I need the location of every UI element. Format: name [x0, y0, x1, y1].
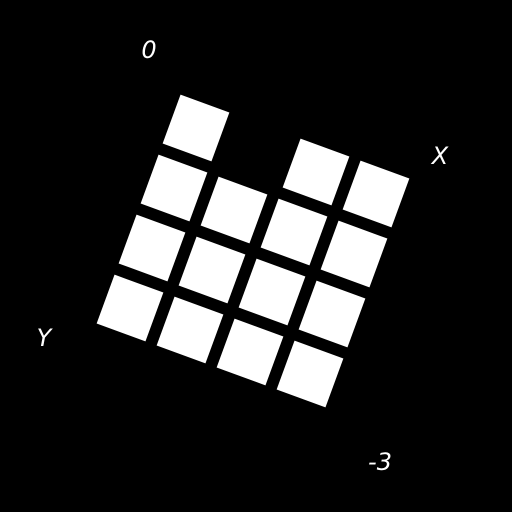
grid-cell-r1-c0	[140, 154, 208, 222]
grid-cell-r3-c3	[276, 340, 344, 408]
x-axis-label: X	[431, 142, 449, 170]
grid-cell-r3-c0	[96, 274, 164, 342]
grid-cell-r1-c3	[320, 220, 388, 288]
grid-cell-r0-c3	[342, 160, 410, 228]
grid-cell-r2-c1	[178, 236, 246, 304]
origin-label: 0	[141, 36, 157, 64]
grid-cell-r2-c2	[238, 258, 306, 326]
y-axis-label: Y	[36, 324, 52, 352]
corner-label: -3	[368, 448, 392, 476]
grid-cell-r3-c1	[156, 296, 224, 364]
grid-cell-r1-c1	[200, 176, 268, 244]
grid-cell-r1-c2	[260, 198, 328, 266]
grid-cell-r2-c3	[298, 280, 366, 348]
grid-cell-r2-c0	[118, 214, 186, 282]
grid-cell-r0-c0	[162, 94, 230, 162]
grid-cell-r3-c2	[216, 318, 284, 386]
grid-cell-r0-c2	[282, 138, 350, 206]
